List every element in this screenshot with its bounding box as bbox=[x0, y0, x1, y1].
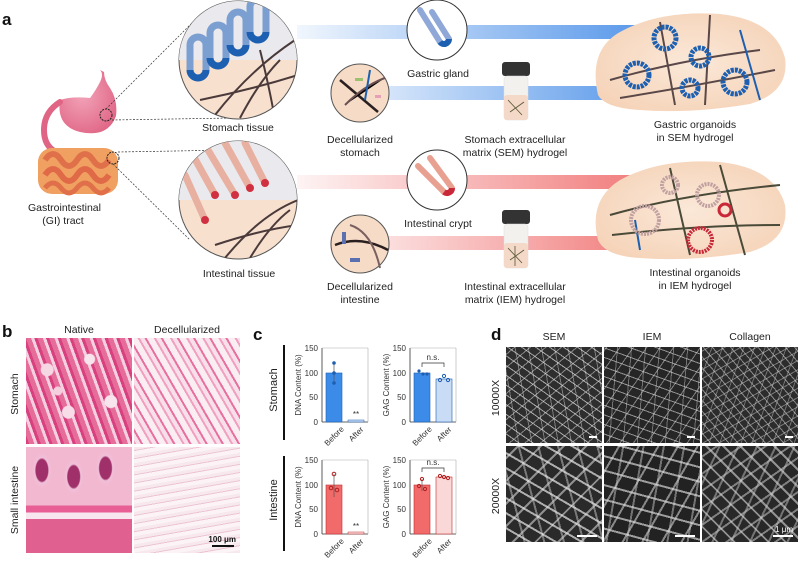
chart-row-stomach: Stomach bbox=[268, 368, 280, 412]
scale-bar bbox=[687, 436, 695, 438]
svg-text:0: 0 bbox=[402, 418, 407, 427]
intestinal-crypt-illustration bbox=[406, 149, 468, 211]
svg-text:50: 50 bbox=[397, 505, 406, 514]
histology-intestine-native bbox=[26, 447, 132, 553]
gastric-gland-label: Gastric gland bbox=[407, 68, 469, 80]
svg-text:Before: Before bbox=[323, 536, 346, 559]
sem-hydrogel-vial bbox=[502, 62, 530, 121]
panel-a-letter: a bbox=[2, 10, 12, 29]
intestinal-organoids-gel bbox=[595, 161, 786, 260]
svg-text:150: 150 bbox=[305, 456, 319, 465]
svg-text:100: 100 bbox=[305, 481, 319, 490]
panel-d-letter: d bbox=[491, 325, 502, 344]
histology-scale-bar-label: 100 μm bbox=[208, 535, 236, 544]
panel-b-letter: b bbox=[2, 322, 13, 341]
decellularized-intestine-label: Decellularized intestine bbox=[327, 281, 393, 307]
gastric-gland-illustration bbox=[406, 0, 468, 61]
chart-intestine-gag: GAG Content (%) 0 50 100 150 n.s. Before… bbox=[382, 456, 457, 560]
histology-intestine-decellularized: 100 μm bbox=[134, 447, 240, 553]
scale-bar bbox=[675, 535, 695, 537]
decellularized-stomach-label: Decellularized stomach bbox=[327, 134, 393, 160]
gi-tract-label: Gastrointestinal (GI) tract bbox=[28, 202, 101, 228]
sem-col-collagen: Collagen bbox=[729, 331, 771, 343]
histology-col-decellularized: Decellularized bbox=[154, 324, 220, 336]
sem-col-iem: IEM bbox=[642, 331, 662, 343]
histology-scale-bar bbox=[212, 545, 234, 547]
histology-row-small-intestine: Small intestine bbox=[9, 465, 21, 535]
sem-image-iem-10000x bbox=[604, 347, 700, 443]
intestinal-tissue-label: Intestinal tissue bbox=[202, 268, 276, 280]
sem-hydrogel-label: Stomach extracellular matrix (SEM) hydro… bbox=[462, 134, 568, 160]
sem-col-sem: SEM bbox=[542, 331, 566, 343]
sem-row-20000x: 20000X bbox=[490, 477, 502, 515]
sem-image-sem-20000x bbox=[506, 446, 602, 542]
svg-text:Before: Before bbox=[323, 424, 346, 447]
svg-text:0: 0 bbox=[314, 530, 319, 539]
svg-text:After: After bbox=[347, 425, 366, 444]
stomach-tissue-illustration bbox=[178, 0, 298, 120]
decellularized-intestine-illustration bbox=[330, 214, 390, 274]
sem-scale-bar-label: 1 μm bbox=[775, 525, 793, 534]
histology-stomach-native bbox=[26, 338, 132, 444]
chart-row-intestine: Intestine bbox=[268, 479, 280, 521]
scale-bar bbox=[589, 436, 597, 438]
panel-c-letter: c bbox=[253, 325, 263, 344]
stomach-row-divider bbox=[283, 345, 285, 440]
histology-col-native: Native bbox=[64, 324, 94, 336]
svg-text:DNA Content (%): DNA Content (%) bbox=[294, 354, 303, 416]
svg-text:150: 150 bbox=[393, 344, 407, 353]
svg-text:50: 50 bbox=[397, 393, 406, 402]
sem-image-collagen-10000x bbox=[702, 347, 798, 443]
svg-text:50: 50 bbox=[309, 393, 318, 402]
panel-a-schematic bbox=[38, 0, 786, 274]
chart-stomach-dna: DNA Content (%) 0 50 100 150 ** Before A… bbox=[294, 344, 369, 448]
sem-row-10000x: 10000X bbox=[490, 379, 502, 417]
svg-text:GAG Content (%): GAG Content (%) bbox=[382, 353, 391, 416]
sem-image-sem-10000x bbox=[506, 347, 602, 443]
iem-hydrogel-label: Intestinal extracellular matrix (IEM) hy… bbox=[464, 281, 566, 307]
svg-text:After: After bbox=[435, 537, 454, 556]
histology-stomach-decellularized bbox=[134, 338, 240, 444]
sem-image-iem-20000x bbox=[604, 446, 700, 542]
stomach-organ-icon bbox=[40, 70, 117, 155]
scale-bar bbox=[577, 535, 597, 537]
svg-text:**: ** bbox=[353, 522, 359, 531]
svg-text:100: 100 bbox=[393, 481, 407, 490]
svg-text:GAG Content (%): GAG Content (%) bbox=[382, 465, 391, 528]
svg-text:Before: Before bbox=[411, 424, 434, 447]
svg-text:0: 0 bbox=[402, 530, 407, 539]
svg-text:**: ** bbox=[353, 410, 359, 419]
histology-row-stomach: Stomach bbox=[9, 373, 21, 415]
iem-hydrogel-vial bbox=[502, 210, 530, 269]
svg-text:0: 0 bbox=[314, 418, 319, 427]
svg-text:Before: Before bbox=[411, 536, 434, 559]
svg-text:100: 100 bbox=[393, 369, 407, 378]
sem-image-collagen-20000x: 1 μm bbox=[702, 446, 798, 542]
scale-bar bbox=[773, 535, 793, 537]
gastric-organoids-gel bbox=[595, 13, 786, 112]
chart-stomach-gag: GAG Content (%) 0 50 100 150 n.s. Before… bbox=[382, 344, 457, 448]
scale-bar bbox=[785, 436, 793, 438]
intestine-row-divider bbox=[283, 456, 285, 551]
intestinal-organoids-label: Intestinal organoids in IEM hydrogel bbox=[649, 267, 741, 293]
svg-text:150: 150 bbox=[305, 344, 319, 353]
decellularized-stomach-illustration bbox=[330, 63, 390, 123]
svg-text:After: After bbox=[435, 425, 454, 444]
svg-text:100: 100 bbox=[305, 369, 319, 378]
svg-text:150: 150 bbox=[393, 456, 407, 465]
intestinal-crypt-label: Intestinal crypt bbox=[404, 218, 472, 230]
stomach-tissue-label: Stomach tissue bbox=[202, 122, 274, 134]
svg-text:n.s.: n.s. bbox=[427, 353, 440, 362]
gastric-organoids-label: Gastric organoids in SEM hydrogel bbox=[653, 119, 737, 145]
svg-text:DNA Content (%): DNA Content (%) bbox=[294, 466, 303, 528]
svg-text:n.s.: n.s. bbox=[427, 458, 440, 467]
svg-text:50: 50 bbox=[309, 505, 318, 514]
intestine-tissue-illustration bbox=[178, 140, 298, 260]
svg-text:After: After bbox=[347, 537, 366, 556]
intestine-organ-icon bbox=[38, 148, 120, 196]
chart-intestine-dna: DNA Content (%) 0 50 100 150 ** Before A… bbox=[294, 456, 369, 560]
